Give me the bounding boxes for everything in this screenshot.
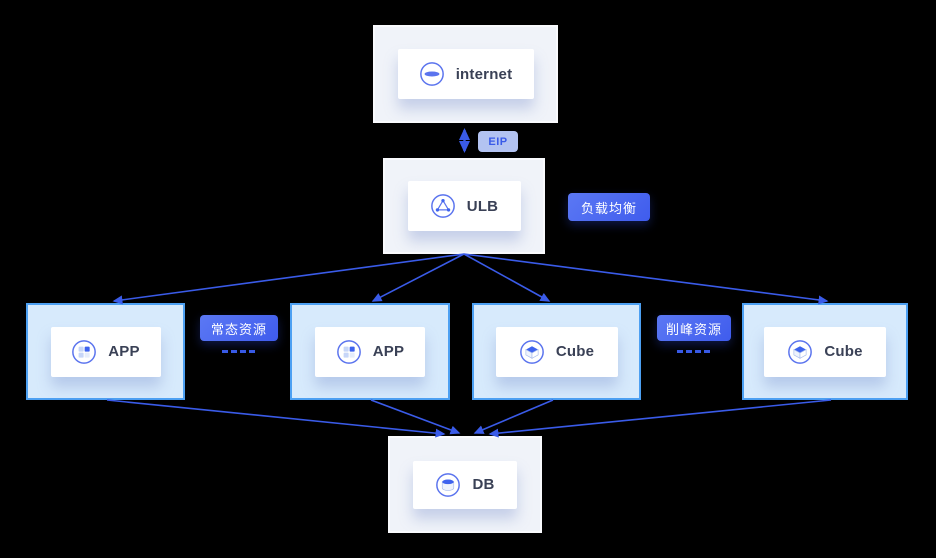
cube-icon bbox=[787, 339, 813, 365]
database-icon bbox=[435, 472, 461, 498]
peak-resources-dash-line bbox=[677, 350, 710, 353]
node-label: internet bbox=[455, 65, 513, 83]
edge-ulb-app1 bbox=[112, 253, 465, 305]
node-label: APP bbox=[372, 343, 405, 360]
node-app-2: APP bbox=[290, 303, 450, 400]
node-db: DB bbox=[388, 436, 542, 533]
node-label: ULB bbox=[466, 197, 499, 215]
edge-app1-db bbox=[106, 399, 446, 438]
normal-resources-badge: 常态资源 bbox=[200, 315, 278, 341]
node-label: Cube bbox=[824, 343, 863, 360]
edge-app2-db bbox=[370, 399, 461, 435]
node-label: APP bbox=[108, 343, 140, 360]
node-cube-2: Cube bbox=[742, 303, 908, 400]
node-internet-card: internet bbox=[397, 49, 534, 99]
edge-ulb-cube2 bbox=[463, 253, 829, 305]
node-db-card: DB bbox=[413, 460, 517, 509]
globe-icon bbox=[419, 61, 445, 87]
node-label: Cube bbox=[555, 343, 595, 360]
edge-ulb-app2 bbox=[371, 253, 465, 302]
node-cube-card: Cube bbox=[495, 326, 618, 377]
node-cube-1: Cube bbox=[472, 303, 641, 400]
node-cube-card: Cube bbox=[764, 326, 886, 377]
node-ulb-card: ULB bbox=[407, 181, 521, 231]
eip-badge: EIP bbox=[478, 131, 518, 152]
peak-resources-badge: 削峰资源 bbox=[657, 315, 731, 341]
app-grid-icon bbox=[336, 339, 362, 365]
node-app-card: APP bbox=[50, 326, 161, 377]
node-label: DB bbox=[472, 476, 495, 493]
app-grid-icon bbox=[71, 339, 97, 365]
node-app-1: APP bbox=[26, 303, 185, 400]
cube-icon bbox=[519, 339, 545, 365]
node-internet: internet bbox=[373, 25, 558, 123]
node-ulb: ULB bbox=[383, 158, 545, 254]
edge-ulb-cube1 bbox=[463, 253, 551, 302]
edge-cube1-db bbox=[473, 399, 554, 434]
edge-cube2-db bbox=[488, 399, 832, 438]
normal-resources-dash-line bbox=[222, 350, 255, 353]
load-balancing-badge: 负载均衡 bbox=[568, 193, 650, 221]
load-balancer-icon bbox=[430, 193, 456, 219]
node-app-card: APP bbox=[315, 326, 425, 377]
